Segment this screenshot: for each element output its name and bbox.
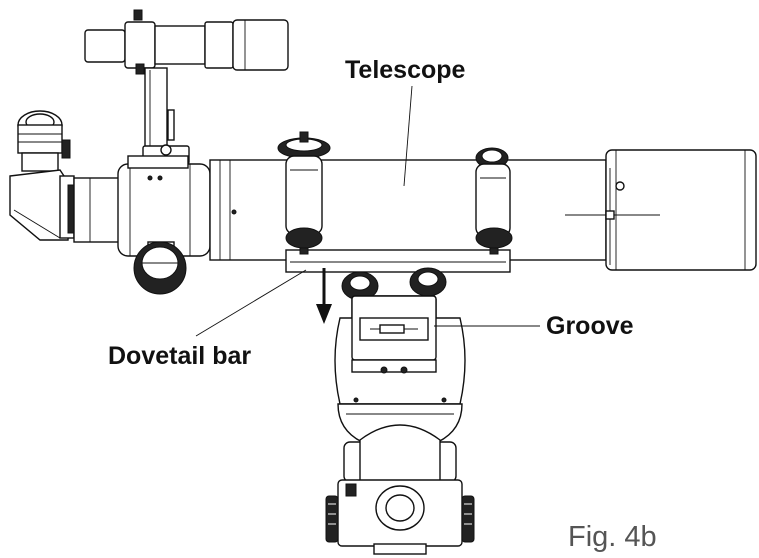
leader-lines: [195, 85, 540, 337]
finder-scope: [84, 9, 289, 165]
label-groove: Groove: [546, 312, 634, 340]
label-telescope: Telescope: [345, 56, 466, 84]
label-dovetail-bar: Dovetail bar: [108, 342, 251, 370]
focuser: [73, 155, 211, 295]
telescope-tube: [209, 149, 757, 271]
dovetail-bar: [285, 247, 511, 273]
eyepiece-diagonal: [9, 110, 75, 241]
equatorial-mount: [325, 267, 475, 555]
tube-rings: [277, 131, 513, 249]
figure-caption: Fig. 4b: [568, 521, 657, 553]
down-arrow-icon: [316, 268, 332, 324]
